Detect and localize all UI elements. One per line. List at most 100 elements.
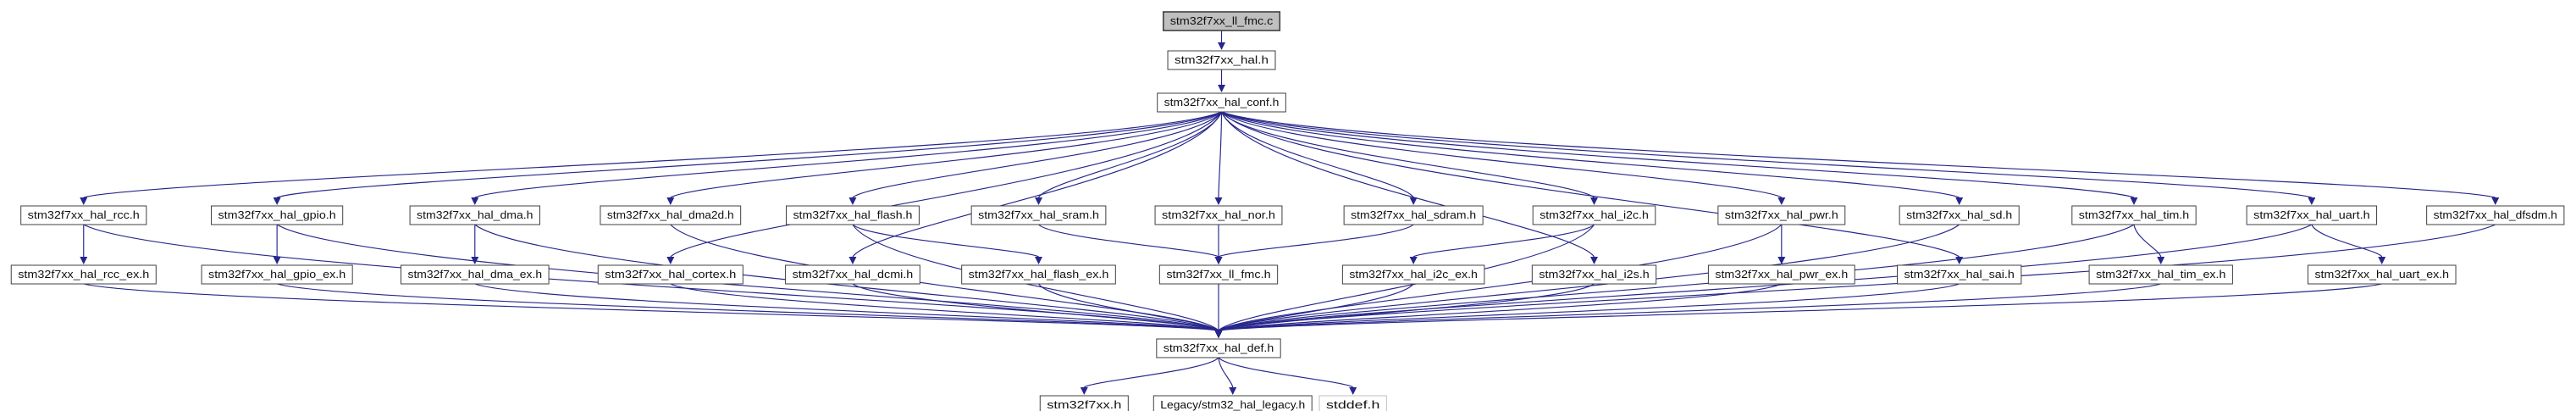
node-box[interactable] [1899,205,2020,225]
graph-node-stm32f7xx-hal-gpio-h[interactable]: stm32f7xx_hal_gpio.h [211,205,344,225]
graph-node-stm32f7xx-hal-conf-h[interactable]: stm32f7xx_hal_conf.h [1157,92,1286,113]
edge-n15-n30 [1218,224,2313,331]
graph-node-legacy-stm32-hal-legacy-h[interactable]: Legacy/stm32_hal_legacy.h [1153,395,1313,411]
node-label: stm32f7xx_hal_flash.h [793,208,912,221]
arrowhead-icon [1214,257,1223,264]
node-box[interactable] [1167,50,1276,70]
node-box[interactable] [1717,205,1846,225]
edge-n22-n30 [1038,283,1219,331]
arrowhead-icon [471,197,479,205]
node-box[interactable] [1707,264,1855,285]
node-box[interactable] [2088,264,2233,285]
graph-node-stm32f7xx-ll-fmc-c[interactable]: stm32f7xx_ll_fmc.c [1162,11,1281,31]
node-box[interactable] [785,205,920,225]
node-box[interactable] [961,264,1116,285]
node-box[interactable] [1153,395,1313,411]
node-box[interactable] [1039,395,1129,411]
node-label: stm32f7xx_hal_nor.h [1162,208,1275,221]
graph-node-stm32f7xx-hal-flash-ex-h[interactable]: stm32f7xx_hal_flash_ex.h [961,264,1116,285]
graph-node-stm32f7xx-hal-rcc-ex-h[interactable]: stm32f7xx_hal_rcc_ex.h [10,264,157,285]
edge-n27-n30 [1218,283,1960,331]
graph-node-stm32f7xx-h[interactable]: stm32f7xx.h [1039,395,1129,411]
node-box[interactable] [201,264,353,285]
node-box[interactable] [1532,205,1656,225]
graph-node-stm32f7xx-hal-uart-ex-h[interactable]: stm32f7xx_hal_uart_ex.h [2307,264,2457,285]
node-label: stm32f7xx_hal_conf.h [1164,96,1280,108]
graph-node-stm32f7xx-hal-cortex-h[interactable]: stm32f7xx_hal_cortex.h [597,264,744,285]
graph-node-stm32f7xx-hal-sai-h[interactable]: stm32f7xx_hal_sai.h [1896,264,2022,285]
node-box[interactable] [409,205,540,225]
node-box[interactable] [2307,264,2457,285]
node-box[interactable] [785,264,920,285]
graph-node-stm32f7xx-hal-sram-h[interactable]: stm32f7xx_hal_sram.h [970,205,1107,225]
node-box[interactable] [1158,264,1279,285]
node-box[interactable] [2071,205,2197,225]
graph-node-stddef-h[interactable]: stddef.h [1318,395,1387,411]
arrowhead-icon [1590,197,1599,205]
node-box[interactable] [2246,205,2378,225]
node-box[interactable] [400,264,550,285]
edge-n21-n30 [852,283,1219,331]
node-box[interactable] [20,205,147,225]
node-box[interactable] [600,205,742,225]
graph-node-stm32f7xx-hal-pwr-h[interactable]: stm32f7xx_hal_pwr.h [1717,205,1846,225]
edge-layer [80,31,2500,395]
graph-node-stm32f7xx-hal-flash-h[interactable]: stm32f7xx_hal_flash.h [785,205,920,225]
edge-n11-n24 [1412,224,1595,258]
node-label: stm32f7xx_hal_sdram.h [1351,208,1476,221]
node-label: stm32f7xx_hal_tim.h [2079,208,2189,221]
node-box[interactable] [1531,264,1657,285]
graph-node-stm32f7xx-hal-def-h[interactable]: stm32f7xx_hal_def.h [1156,338,1281,358]
arrowhead-icon [471,257,479,264]
graph-node-stm32f7xx-hal-i2c-h[interactable]: stm32f7xx_hal_i2c.h [1532,205,1656,225]
graph-node-stm32f7xx-hal-dma-h[interactable]: stm32f7xx_hal_dma.h [409,205,540,225]
edge-n7-n30 [852,224,1219,331]
node-box[interactable] [1896,264,2022,285]
graph-node-stm32f7xx-ll-fmc-h[interactable]: stm32f7xx_ll_fmc.h [1158,264,1279,285]
graph-node-stm32f7xx-hal-h[interactable]: stm32f7xx_hal.h [1167,50,1276,70]
graph-node-stm32f7xx-hal-dma2d-h[interactable]: stm32f7xx_hal_dma2d.h [600,205,742,225]
graph-node-stm32f7xx-hal-dcmi-h[interactable]: stm32f7xx_hal_dcmi.h [785,264,920,285]
arrowhead-icon [2491,197,2500,205]
edge-n2-n10 [1220,111,1414,198]
node-box[interactable] [597,264,744,285]
graph-node-stm32f7xx-hal-dfsdm-h[interactable]: stm32f7xx_hal_dfsdm.h [2426,205,2565,225]
node-box[interactable] [1343,205,1484,225]
node-box[interactable] [1318,395,1387,411]
node-box[interactable] [1157,92,1286,113]
graph-node-stm32f7xx-hal-tim-h[interactable]: stm32f7xx_hal_tim.h [2071,205,2197,225]
edge-n26-n30 [1218,283,1783,331]
node-box[interactable] [2426,205,2565,225]
node-box[interactable] [211,205,344,225]
arrowhead-icon [1218,85,1226,92]
graph-node-stm32f7xx-hal-i2c-ex-h[interactable]: stm32f7xx_hal_i2c_ex.h [1341,264,1485,285]
graph-node-stm32f7xx-hal-dma-ex-h[interactable]: stm32f7xx_hal_dma_ex.h [400,264,550,285]
node-label: stm32f7xx_hal_sram.h [978,208,1099,221]
graph-node-stm32f7xx-hal-rcc-h[interactable]: stm32f7xx_hal_rcc.h [20,205,147,225]
graph-node-stm32f7xx-hal-tim-ex-h[interactable]: stm32f7xx_hal_tim_ex.h [2088,264,2233,285]
node-label: stddef.h [1326,398,1379,411]
graph-node-stm32f7xx-hal-gpio-ex-h[interactable]: stm32f7xx_hal_gpio_ex.h [201,264,353,285]
node-label: stm32f7xx_hal_dma.h [417,208,533,221]
graph-node-stm32f7xx-hal-sd-h[interactable]: stm32f7xx_hal_sd.h [1899,205,2020,225]
node-box[interactable] [10,264,157,285]
edge-n2-n7 [852,111,1222,198]
arrowhead-icon [1777,197,1786,205]
node-box[interactable] [1154,205,1283,225]
graph-node-stm32f7xx-hal-i2s-h[interactable]: stm32f7xx_hal_i2s.h [1531,264,1657,285]
node-box[interactable] [1156,338,1281,358]
graph-node-stm32f7xx-hal-sdram-h[interactable]: stm32f7xx_hal_sdram.h [1343,205,1484,225]
node-label: stm32f7xx_hal_rcc_ex.h [18,268,149,280]
arrowhead-icon [1777,257,1786,264]
graph-node-stm32f7xx-hal-nor-h[interactable]: stm32f7xx_hal_nor.h [1154,205,1283,225]
graph-node-stm32f7xx-hal-uart-h[interactable]: stm32f7xx_hal_uart.h [2246,205,2378,225]
node-label: stm32f7xx_hal_i2c.h [1540,208,1649,221]
node-box[interactable] [1341,264,1485,285]
edge-n17-n30 [83,283,1219,331]
node-box[interactable] [970,205,1107,225]
node-box[interactable] [1162,11,1281,31]
node-label: Legacy/stm32_hal_legacy.h [1160,398,1305,411]
arrowhead-icon [1955,257,1964,264]
graph-node-stm32f7xx-hal-pwr-ex-h[interactable]: stm32f7xx_hal_pwr_ex.h [1707,264,1855,285]
